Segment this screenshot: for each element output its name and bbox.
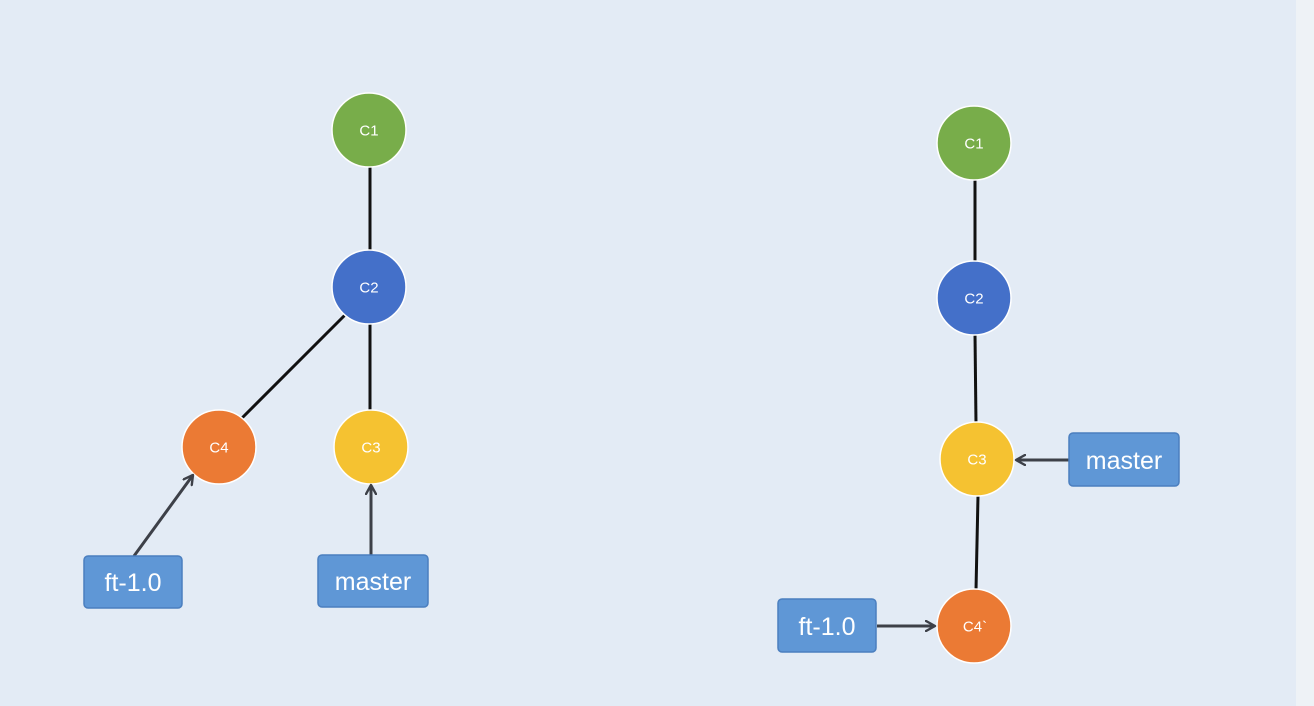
branch-ft-1-0-label: ft-1.0 bbox=[105, 569, 162, 597]
commit-c2[interactable]: C2 bbox=[331, 249, 407, 325]
commit-c1[interactable]: C1 bbox=[331, 92, 407, 168]
commit-c4-rebased[interactable]: C4` bbox=[936, 588, 1012, 664]
branch-ft-1-0[interactable]: ft-1.0 bbox=[83, 555, 183, 609]
commit-c1-label: C1 bbox=[359, 123, 378, 140]
branch-ft-1-0-after[interactable]: ft-1.0 bbox=[777, 598, 877, 653]
commit-c4-label: C4 bbox=[209, 440, 228, 457]
commit-c4-circle bbox=[181, 409, 257, 485]
ft-pointer-arrow bbox=[132, 475, 195, 557]
commit-c3-after-label: C3 bbox=[967, 452, 986, 469]
right-edge-strip bbox=[1296, 0, 1314, 706]
commit-c3-after[interactable]: C3 bbox=[939, 421, 1015, 497]
branch-master-label: master bbox=[335, 568, 411, 596]
commit-c4-rebased-circle bbox=[936, 588, 1012, 664]
commit-c4[interactable]: C4 bbox=[181, 409, 257, 485]
commit-c1-after-circle bbox=[936, 105, 1012, 181]
branch-master[interactable]: master bbox=[317, 554, 429, 608]
branch-ft-1-0-after-label: ft-1.0 bbox=[799, 613, 856, 641]
commit-c3-after-circle bbox=[939, 421, 1015, 497]
commit-c4-rebased-label: C4` bbox=[963, 619, 987, 636]
branch-master-after[interactable]: master bbox=[1068, 432, 1180, 487]
commit-c1-circle bbox=[331, 92, 407, 168]
branch-master-box bbox=[317, 554, 429, 608]
commit-c2-circle bbox=[331, 249, 407, 325]
commit-c1-after[interactable]: C1 bbox=[936, 105, 1012, 181]
commit-c3[interactable]: C3 bbox=[333, 409, 409, 485]
commit-c2-label: C2 bbox=[359, 280, 378, 297]
branch-ft-1-0-after-box bbox=[777, 598, 877, 653]
branch-master-after-box bbox=[1068, 432, 1180, 487]
edge-c3-c4-after bbox=[974, 495, 980, 591]
commit-c2-after[interactable]: C2 bbox=[936, 260, 1012, 336]
branch-ft-1-0-box bbox=[83, 555, 183, 609]
edge-c2-c4 bbox=[239, 312, 348, 421]
commit-c2-after-label: C2 bbox=[964, 291, 983, 308]
commit-c1-after-label: C1 bbox=[964, 136, 983, 153]
commit-c3-label: C3 bbox=[361, 440, 380, 457]
edge-c2-c3-after bbox=[973, 333, 978, 425]
commit-c2-after-circle bbox=[936, 260, 1012, 336]
after-graph: C1 C2 C3 C4` master ft-1.0 bbox=[777, 105, 1180, 664]
before-graph: C1 C2 C3 C4 ft-1.0 master bbox=[83, 92, 429, 609]
branch-master-after-label: master bbox=[1086, 447, 1162, 475]
